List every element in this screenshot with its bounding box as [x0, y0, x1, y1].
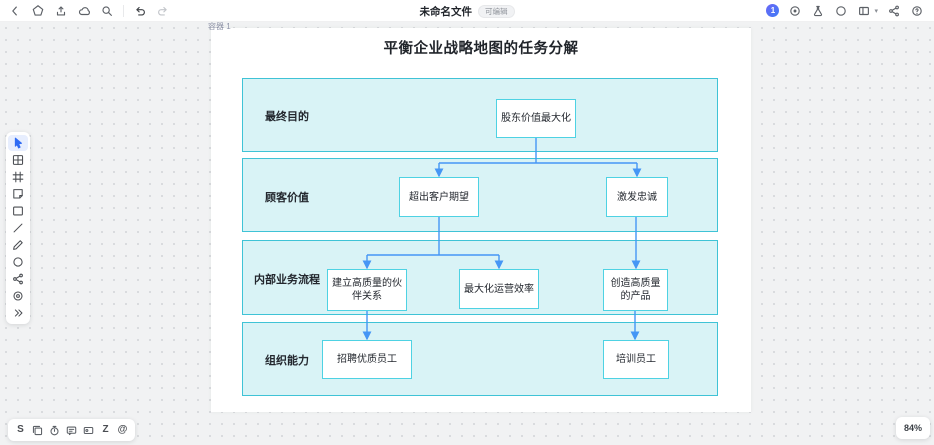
- preview-tool[interactable]: [8, 288, 28, 304]
- frame-tool[interactable]: [8, 169, 28, 185]
- stopwatch-icon[interactable]: [46, 421, 63, 439]
- diagram-node[interactable]: 招聘优质员工: [322, 340, 412, 379]
- undo-icon[interactable]: [133, 4, 147, 18]
- zoom-level[interactable]: 84%: [896, 417, 930, 439]
- share-icon[interactable]: [887, 4, 901, 18]
- diagram-title[interactable]: 平衡企业战略地图的任务分解: [383, 41, 579, 57]
- band-label[interactable]: 最终目的: [265, 111, 309, 123]
- sticky-note-tool[interactable]: [8, 186, 28, 202]
- comment-icon[interactable]: [834, 4, 848, 18]
- diagram-node[interactable]: 超出客户期望: [399, 177, 479, 217]
- presentation-icon[interactable]: [80, 421, 97, 439]
- band-label[interactable]: 内部业务流程: [254, 274, 320, 286]
- diagram-node[interactable]: 股东价值最大化: [496, 99, 576, 138]
- z-tool-icon[interactable]: Z: [102, 424, 109, 435]
- pen-tool[interactable]: [8, 237, 28, 253]
- layout-icon[interactable]: [857, 4, 871, 18]
- frame-label[interactable]: 容器 1: [208, 22, 231, 31]
- avatar[interactable]: 1: [766, 4, 780, 17]
- diagram-node[interactable]: 激发忠诚: [606, 177, 668, 217]
- document-title[interactable]: 未命名文件: [419, 5, 473, 18]
- toolbar-divider: [123, 4, 124, 17]
- export-icon[interactable]: [54, 4, 68, 18]
- pages-icon[interactable]: [29, 421, 46, 439]
- select-tool[interactable]: [8, 135, 28, 151]
- help-icon[interactable]: [910, 4, 924, 18]
- redo-icon[interactable]: [156, 4, 170, 18]
- bottom-toolbar: S Z @: [8, 419, 135, 441]
- chevron-down-icon[interactable]: ▾: [874, 7, 878, 15]
- diagram-node[interactable]: 最大化运营效率: [459, 269, 539, 309]
- diagram-node[interactable]: 建立高质量的伙伴关系: [327, 269, 407, 311]
- top-bar-left: [0, 4, 170, 18]
- connector-tool[interactable]: [8, 271, 28, 287]
- shape-tool[interactable]: [8, 203, 28, 219]
- top-bar-right: 1 ▾: [766, 4, 934, 18]
- permission-badge: 可编辑: [478, 4, 515, 18]
- shapes-icon[interactable]: [31, 4, 45, 18]
- cloud-icon[interactable]: [77, 4, 91, 18]
- search-icon[interactable]: [100, 4, 114, 18]
- experiment-icon[interactable]: [811, 4, 825, 18]
- comment-icon[interactable]: [63, 421, 80, 439]
- table-tool[interactable]: [8, 152, 28, 168]
- timer-icon[interactable]: [788, 4, 802, 18]
- more-tools[interactable]: [8, 305, 28, 321]
- band-label[interactable]: 顾客价值: [265, 192, 309, 204]
- diagram-node[interactable]: 培训员工: [603, 340, 669, 379]
- s-tool-icon[interactable]: S: [17, 424, 24, 435]
- ellipse-tool[interactable]: [8, 254, 28, 270]
- band-label[interactable]: 组织能力: [265, 355, 309, 367]
- left-toolbar: [6, 132, 30, 324]
- diagram-node[interactable]: 创造高质量的产品: [603, 269, 668, 311]
- back-icon[interactable]: [8, 4, 22, 18]
- mention-icon[interactable]: @: [117, 424, 128, 435]
- line-tool[interactable]: [8, 220, 28, 236]
- top-bar: 未命名文件 可编辑 1 ▾: [0, 0, 934, 22]
